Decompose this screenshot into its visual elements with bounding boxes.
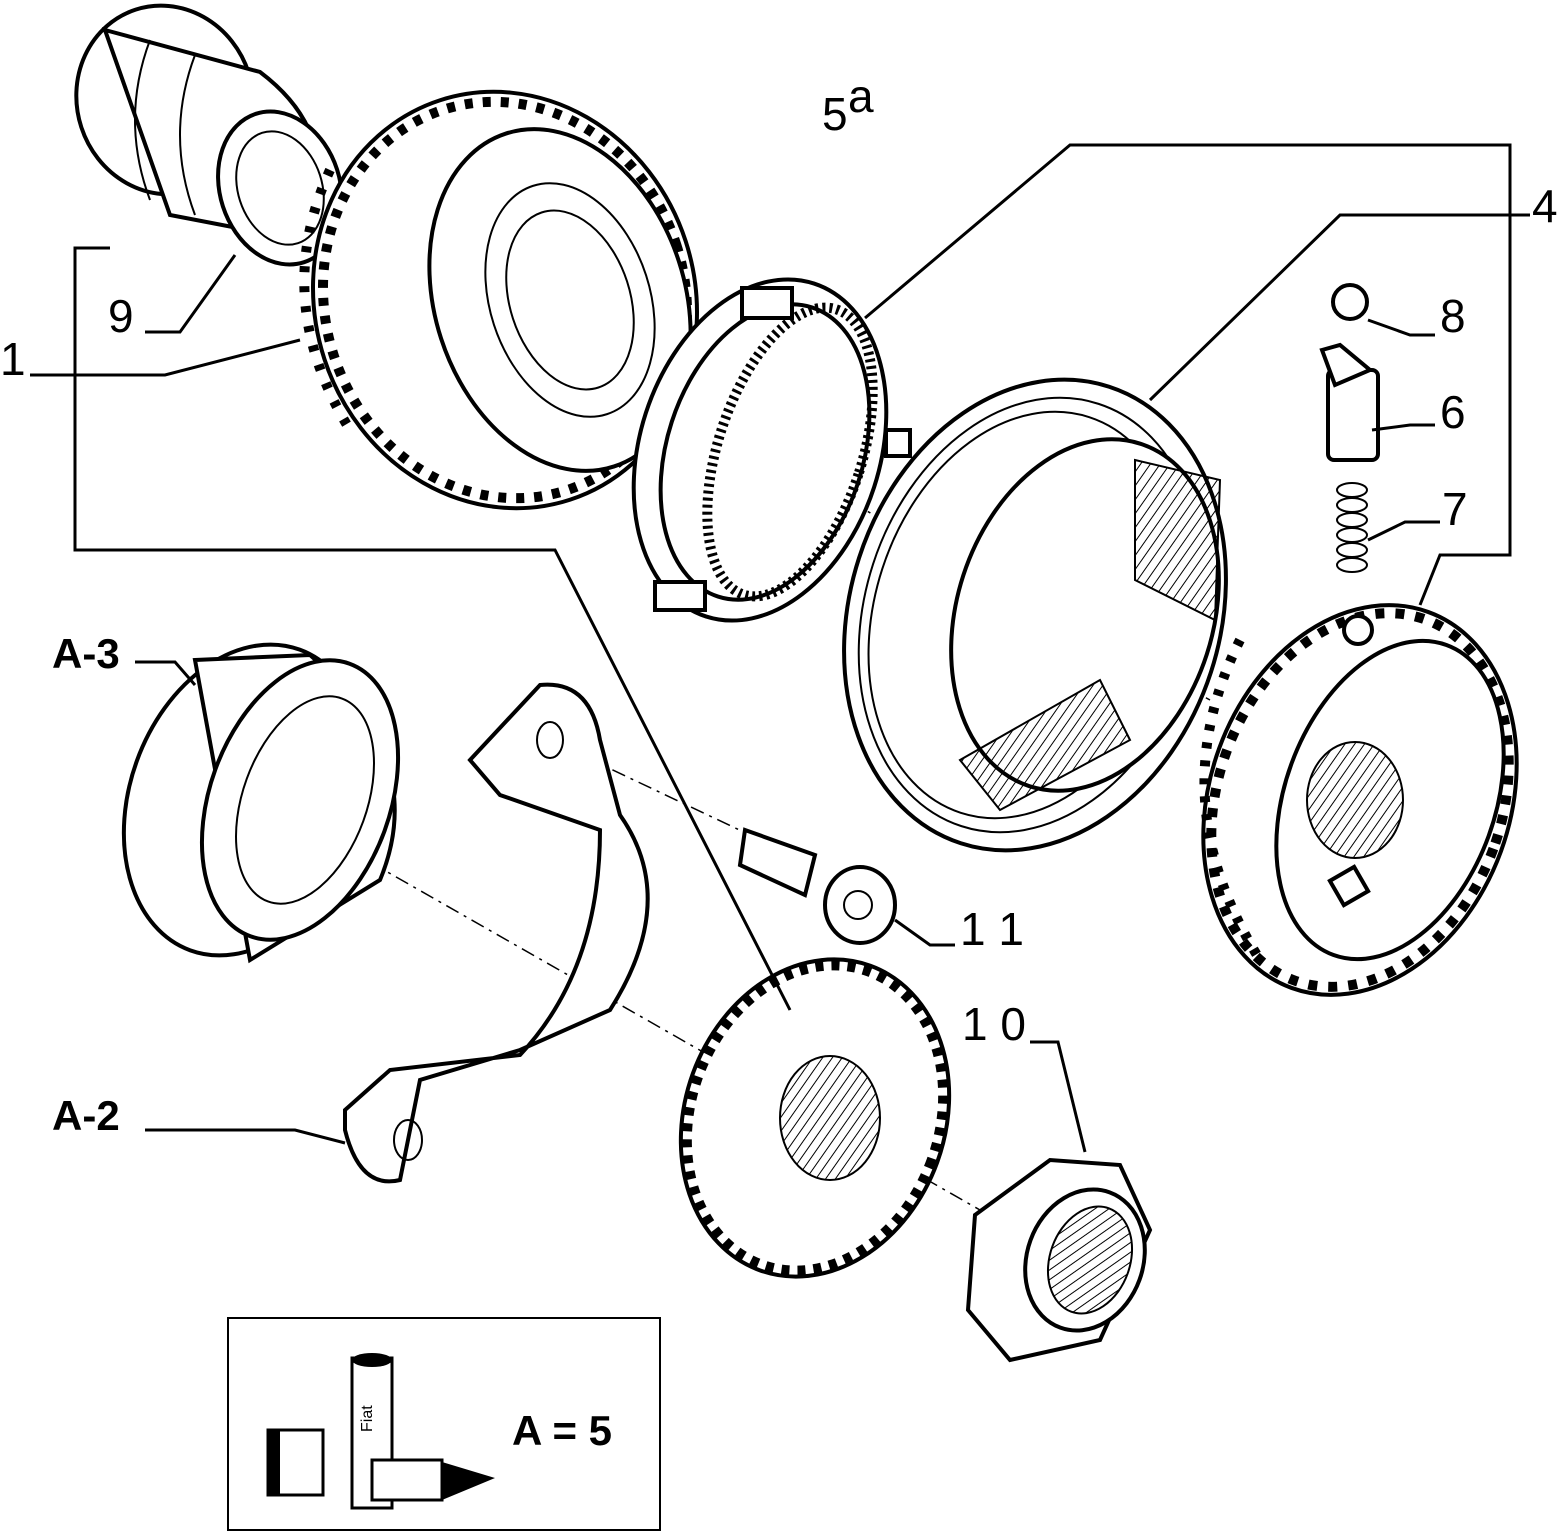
sliding-sleeve-part xyxy=(842,377,1228,853)
detent-spring-part xyxy=(1336,482,1368,573)
retaining-plate-a2-part xyxy=(343,682,650,1184)
detent-ball-part xyxy=(1331,283,1369,321)
synchro-hub-part xyxy=(1199,603,1519,997)
callout-a3: A-3 xyxy=(52,630,120,677)
synchro-ring-part xyxy=(631,277,912,623)
lubricant-can-icon: Fiat xyxy=(266,1353,495,1510)
group-bracket-right xyxy=(864,143,1512,606)
callout-7: 7 xyxy=(1442,483,1468,535)
callout-11: 1 1 xyxy=(960,903,1024,955)
can-brand-text: Fiat xyxy=(359,1405,376,1432)
figure-title: 5 xyxy=(822,88,848,140)
callout-4: 4 xyxy=(1532,180,1558,232)
bearing-a3-part xyxy=(121,642,401,964)
callout-a2: A-2 xyxy=(52,1092,120,1139)
callout-9: 9 xyxy=(108,290,134,342)
legend-formula: A = 5 xyxy=(512,1407,612,1454)
group-bracket-left xyxy=(73,246,792,1011)
torx-bolt-part xyxy=(737,827,897,945)
figure-title-superscript: a xyxy=(848,70,874,122)
detent-plunger-part xyxy=(1319,342,1380,462)
leader-lines xyxy=(30,213,1530,1153)
callout-1: 1 xyxy=(0,333,26,385)
flange-nut-part xyxy=(965,1157,1153,1363)
bearing-sleeve-part xyxy=(74,3,344,267)
helical-gear-part xyxy=(678,957,952,1279)
callout-10: 1 0 xyxy=(962,998,1026,1050)
lubricant-legend: Fiat A = 5 xyxy=(227,1317,661,1531)
synchro-gear-part xyxy=(299,89,699,511)
callout-8: 8 xyxy=(1440,290,1466,342)
callout-6: 6 xyxy=(1440,386,1466,438)
